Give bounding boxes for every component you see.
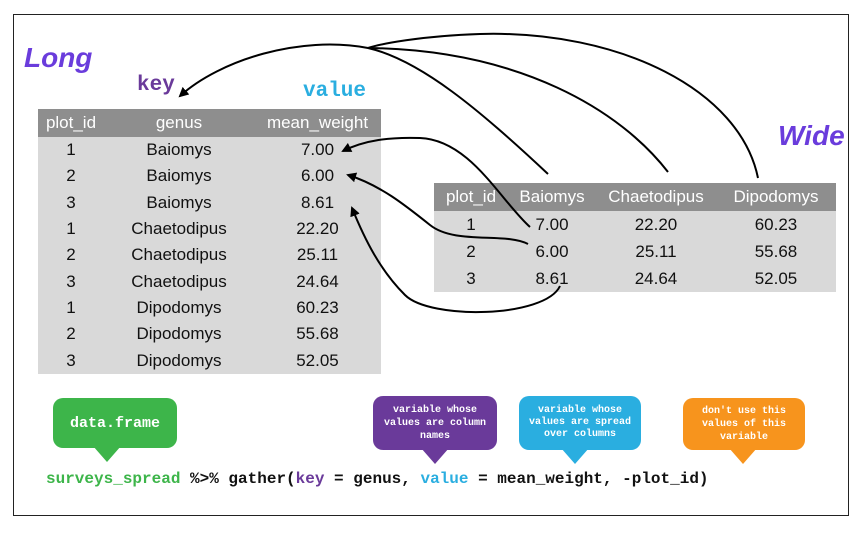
table-cell: 3 (38, 347, 104, 374)
table-cell: 8.61 (254, 189, 381, 216)
table-cell: 24.64 (254, 268, 381, 295)
table-cell: 7.00 (508, 211, 596, 238)
exclude-callout: don't use this values of this variable (683, 398, 805, 464)
callout-tail (729, 448, 757, 464)
table-cell: Chaetodipus (104, 215, 254, 243)
arrow-baiomys-6 (346, 172, 529, 245)
table-cell: Baiomys (104, 189, 254, 216)
arrow-chaetodipus-header (367, 47, 669, 173)
long-title: Long (24, 42, 93, 73)
key-callout-text: variable whose values are column names (383, 404, 487, 442)
table-cell: 22.20 (254, 215, 381, 243)
code-dataframe: surveys_spread (46, 470, 181, 488)
table-cell: 55.68 (254, 321, 381, 348)
table-cell: 2 (38, 242, 104, 269)
key-callout: variable whose values are column names (373, 396, 497, 464)
dataframe-callout: data.frame (53, 398, 177, 462)
table-cell: 6.00 (254, 163, 381, 190)
table-cell: 2 (434, 238, 508, 265)
value-callout-text: variable whose values are spread over co… (528, 405, 632, 440)
long-header-genus: genus (104, 109, 254, 137)
code-genus: = genus, (324, 470, 421, 488)
table-cell: 24.64 (596, 265, 716, 292)
table-cell: 52.05 (254, 347, 381, 374)
wide-title: Wide (778, 120, 845, 151)
table-cell: 25.11 (254, 242, 381, 269)
callout-tail (421, 448, 449, 464)
arrow-baiomys-861 (350, 206, 561, 314)
long-header-plot-id: plot_id (38, 109, 104, 137)
wide-header-baiomys: Baiomys (508, 183, 596, 211)
table-cell: 60.23 (716, 211, 836, 238)
table-cell: 3 (38, 268, 104, 295)
value-callout: variable whose values are spread over co… (519, 396, 641, 464)
long-header-mean-weight: mean_weight (254, 109, 381, 137)
table-cell: 8.61 (508, 265, 596, 292)
table-cell: 3 (38, 189, 104, 216)
wide-header-dipodomys: Dipodomys (716, 183, 836, 211)
table-cell: Chaetodipus (104, 268, 254, 295)
table-cell: Dipodomys (104, 294, 254, 322)
table-cell: 55.68 (716, 238, 836, 265)
table-cell: Chaetodipus (104, 242, 254, 269)
table-cell: Dipodomys (104, 321, 254, 348)
table-cell: 1 (38, 215, 104, 243)
exclude-callout-text: don't use this values of this variable (701, 405, 786, 443)
arrow-dipodomys-header (367, 32, 759, 179)
table-cell: Baiomys (104, 137, 254, 164)
arrow-baiomys-7 (341, 136, 531, 228)
value-label: value (303, 80, 367, 103)
table-cell: 22.20 (596, 211, 716, 238)
table-cell: Dipodomys (104, 347, 254, 374)
table-cell: 60.23 (254, 294, 381, 322)
code-value: value (420, 470, 469, 488)
dataframe-callout-text: data.frame (69, 414, 160, 432)
table-cell: 25.11 (596, 238, 716, 265)
table-cell: 1 (38, 294, 104, 322)
code-key: key (295, 470, 325, 488)
code-pipe-gather: %>% gather( (180, 470, 296, 488)
table-cell: 2 (38, 321, 104, 348)
table-cell: 3 (434, 265, 508, 292)
diagram-frame (13, 14, 849, 516)
code-rest: = mean_weight, -plot_id) (468, 470, 709, 488)
wide-header-chaetodipus: Chaetodipus (596, 183, 716, 211)
callout-tail (93, 446, 121, 462)
table-cell: Baiomys (104, 163, 254, 190)
table-cell: 52.05 (716, 265, 836, 292)
key-label: key (137, 74, 175, 97)
table-cell: 7.00 (254, 137, 381, 164)
table-cell: 1 (38, 137, 104, 164)
callout-tail (561, 448, 589, 464)
long-table-header: plot_id genus mean_weight (38, 109, 381, 137)
gather-code-line: surveys_spread %>% gather(key = genus, v… (46, 470, 709, 488)
table-cell: 2 (38, 163, 104, 190)
